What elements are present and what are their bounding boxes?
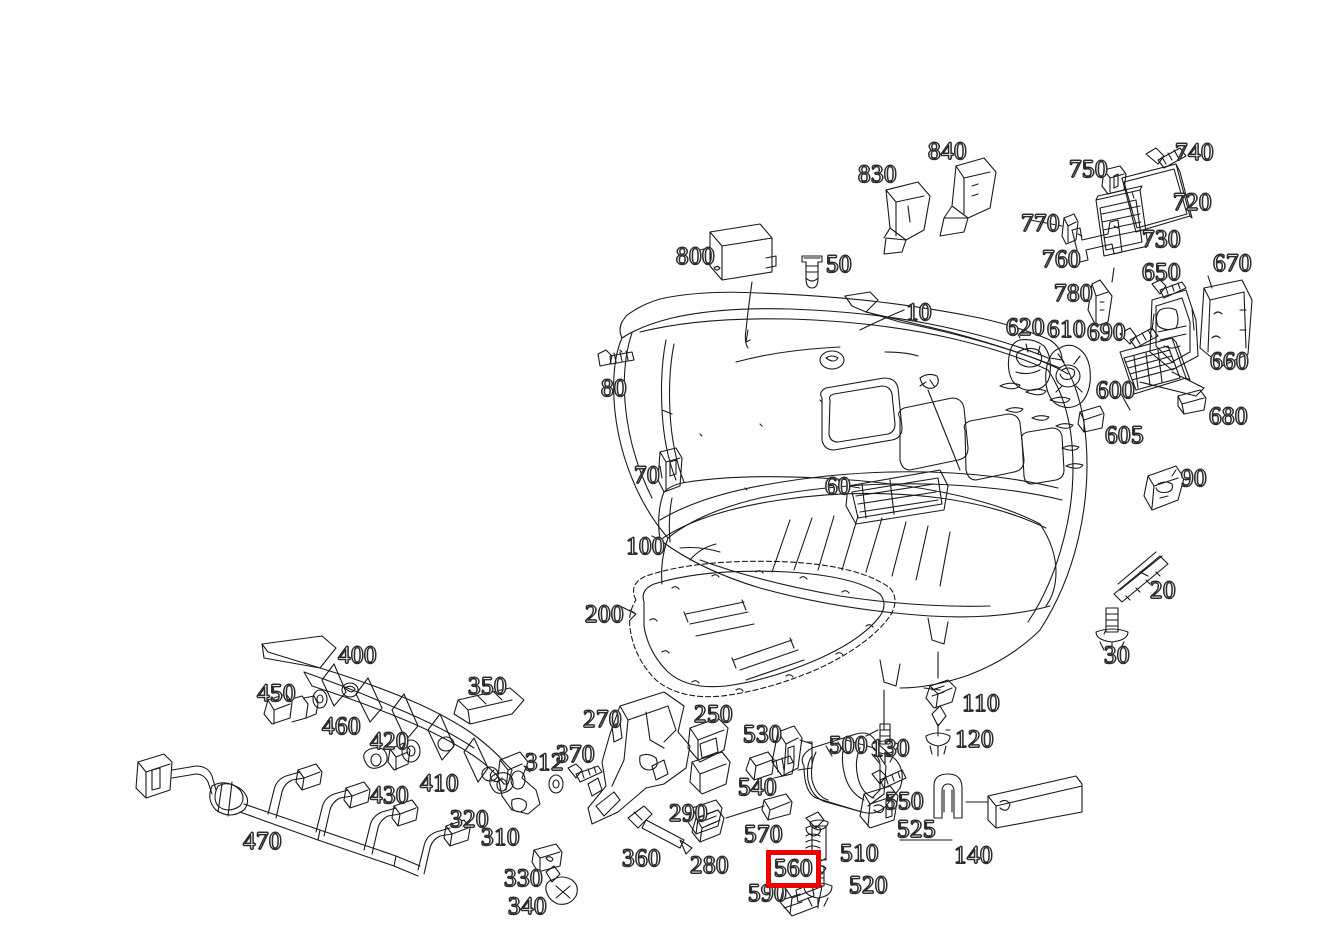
callout-label[interactable]: 10	[905, 299, 932, 326]
callout-label[interactable]: 520	[848, 872, 888, 899]
callout-label[interactable]: 680	[1208, 403, 1248, 430]
callout-label-highlighted[interactable]: 560	[766, 850, 821, 888]
callout-label[interactable]: 510	[839, 840, 879, 867]
callout-label[interactable]: 90	[1180, 465, 1207, 492]
callout-label[interactable]: 750	[1068, 156, 1108, 183]
callout-label[interactable]: 280	[689, 852, 729, 879]
callout-label[interactable]: 540	[737, 774, 777, 801]
callout-label[interactable]: 30	[1103, 642, 1130, 669]
callout-label[interactable]: 600	[1095, 377, 1135, 404]
callout-label[interactable]: 660	[1209, 348, 1249, 375]
callout-label[interactable]: 290	[668, 800, 708, 827]
callout-label[interactable]: 550	[884, 788, 924, 815]
callout-label[interactable]: 20	[1149, 577, 1176, 604]
callout-label[interactable]: 605	[1104, 422, 1144, 449]
callout-label[interactable]: 430	[369, 782, 409, 809]
callout-label[interactable]: 470	[242, 828, 282, 855]
callout-label[interactable]: 330	[503, 865, 543, 892]
callout-label[interactable]: 270	[582, 706, 622, 733]
callout-label[interactable]: 80	[600, 375, 627, 402]
callout-label[interactable]: 460	[321, 713, 361, 740]
callout-label[interactable]: 450	[256, 680, 296, 707]
callout-label[interactable]: 500	[828, 732, 868, 759]
callout-label[interactable]: 610	[1046, 316, 1086, 343]
callout-label[interactable]: 800	[675, 243, 715, 270]
callout-label[interactable]: 530	[742, 721, 782, 748]
callout-label[interactable]: 830	[857, 161, 897, 188]
callout-label[interactable]: 400	[337, 642, 377, 669]
callout-label[interactable]: 650	[1141, 259, 1181, 286]
callout-label[interactable]: 760	[1041, 246, 1081, 273]
callout-label[interactable]: 420	[369, 728, 409, 755]
callout-label[interactable]: 250	[693, 701, 733, 728]
callout-label[interactable]: 670	[1212, 250, 1252, 277]
callout-label[interactable]: 312	[524, 749, 564, 776]
callout-label[interactable]: 740	[1174, 139, 1214, 166]
callout-label[interactable]: 720	[1172, 189, 1212, 216]
callout-label[interactable]: 410	[419, 770, 459, 797]
callout-label[interactable]: 110	[961, 690, 1001, 717]
callout-label[interactable]: 310	[480, 824, 520, 851]
callout-label[interactable]: 350	[467, 673, 507, 700]
callout-label[interactable]: 570	[743, 821, 783, 848]
callout-label[interactable]: 130	[870, 735, 910, 762]
callout-label[interactable]: 370	[555, 741, 595, 768]
callout-label[interactable]: 100	[625, 533, 665, 560]
callout-label[interactable]: 140	[953, 842, 993, 869]
callout-label[interactable]: 525	[896, 816, 936, 843]
callout-label[interactable]: 50	[825, 251, 852, 278]
callout-label[interactable]: 70	[633, 462, 660, 489]
callout-label[interactable]: 780	[1053, 280, 1093, 307]
callout-label[interactable]: 730	[1141, 226, 1181, 253]
callout-label[interactable]: 770	[1020, 210, 1060, 237]
callout-label[interactable]: 320	[449, 806, 489, 833]
callout-label[interactable]: 840	[927, 138, 967, 165]
callout-label[interactable]: 690	[1086, 319, 1126, 346]
callout-label[interactable]: 200	[584, 601, 624, 628]
callout-label[interactable]: 620	[1005, 314, 1045, 341]
callout-label[interactable]: 360	[621, 845, 661, 872]
callout-label[interactable]: 340	[507, 893, 547, 920]
callout-label[interactable]: 120	[954, 726, 994, 753]
callout-label[interactable]: 60	[824, 473, 851, 500]
